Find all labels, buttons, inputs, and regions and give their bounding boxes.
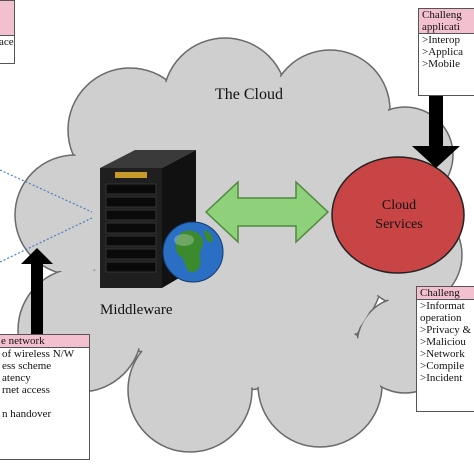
box-top-right-item: >Mobile	[422, 58, 460, 70]
box-bottom-right-header: Challeng	[417, 287, 474, 300]
dotted-connection-lines	[0, 169, 93, 263]
box-bottom-right-item: >Privacy &	[420, 324, 472, 336]
box-top-right-header: Challeng applicati	[419, 9, 474, 34]
box-bottom-right-item: >Maliciou	[420, 336, 466, 348]
box-bottom-right-item: >Incident	[420, 372, 463, 384]
box-top-right-header-line2: applicati	[422, 21, 460, 33]
server-icon	[100, 150, 196, 288]
box-bottom-left-item	[0, 396, 89, 408]
box-bottom-right-item: >Compile	[420, 360, 465, 372]
box-bottom-left-item: of wireless N/W	[2, 348, 75, 360]
box-top-right: Challeng applicati >Interop >Applica >Mo…	[418, 8, 474, 96]
cloud-services-node	[331, 156, 465, 274]
middleware-label: Middleware	[100, 302, 173, 318]
globe-icon	[162, 221, 224, 283]
box-bottom-left-item: atency	[2, 372, 31, 384]
box-bottom-right-item: >Network	[420, 348, 465, 360]
box-bottom-left-item: ess scheme	[2, 360, 52, 372]
box-top-left: ace	[0, 0, 15, 64]
black-arrow-top	[412, 94, 460, 168]
box-bottom-left-header: e network	[0, 335, 89, 348]
box-bottom-right-item: >Informat	[420, 300, 465, 312]
box-bottom-right-item: operation	[420, 312, 462, 324]
box-bottom-right: Challeng >Informat operation >Privacy & …	[416, 286, 474, 412]
box-bottom-left-item: n handover	[2, 408, 52, 420]
box-bottom-left: e network of wireless N/W ess scheme ate…	[0, 334, 90, 460]
box-top-left-header	[0, 1, 14, 36]
black-arrow-bottom	[21, 248, 53, 334]
box-top-right-item: >Applica	[422, 46, 464, 58]
cloud-services-line2: Services	[375, 217, 423, 232]
double-arrow	[204, 180, 330, 244]
box-top-right-item: >Interop	[422, 34, 460, 46]
cloud-services-line1: Cloud	[381, 198, 417, 213]
cloud-label: The Cloud	[215, 86, 283, 103]
box-top-left-text: ace	[0, 36, 14, 48]
cloud-services-label: Cloud Services	[352, 196, 446, 234]
box-top-right-header-line1: Challeng	[422, 9, 462, 21]
box-bottom-left-item: rnet access	[2, 384, 50, 396]
